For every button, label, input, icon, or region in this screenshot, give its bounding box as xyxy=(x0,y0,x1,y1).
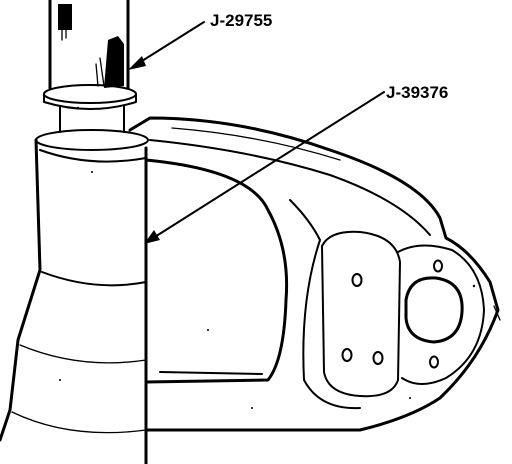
callout-label-j39376: J-39376 xyxy=(386,83,448,102)
shaft-collar xyxy=(35,84,149,151)
mounting-plate xyxy=(321,230,443,398)
callout-label-j29755: J-29755 xyxy=(210,11,272,30)
leader-line-j29755 xyxy=(128,21,205,70)
bolt-holes xyxy=(341,259,443,369)
shaft-shading xyxy=(95,36,124,88)
strut-housing-j39376 xyxy=(0,138,148,464)
tool-shaft-j29755 xyxy=(48,0,130,90)
texture-dots xyxy=(59,106,476,409)
knurl-hatching xyxy=(58,4,72,41)
leader-line-j39376 xyxy=(144,91,385,244)
control-arm xyxy=(128,116,500,432)
bushing-bore xyxy=(397,244,501,385)
